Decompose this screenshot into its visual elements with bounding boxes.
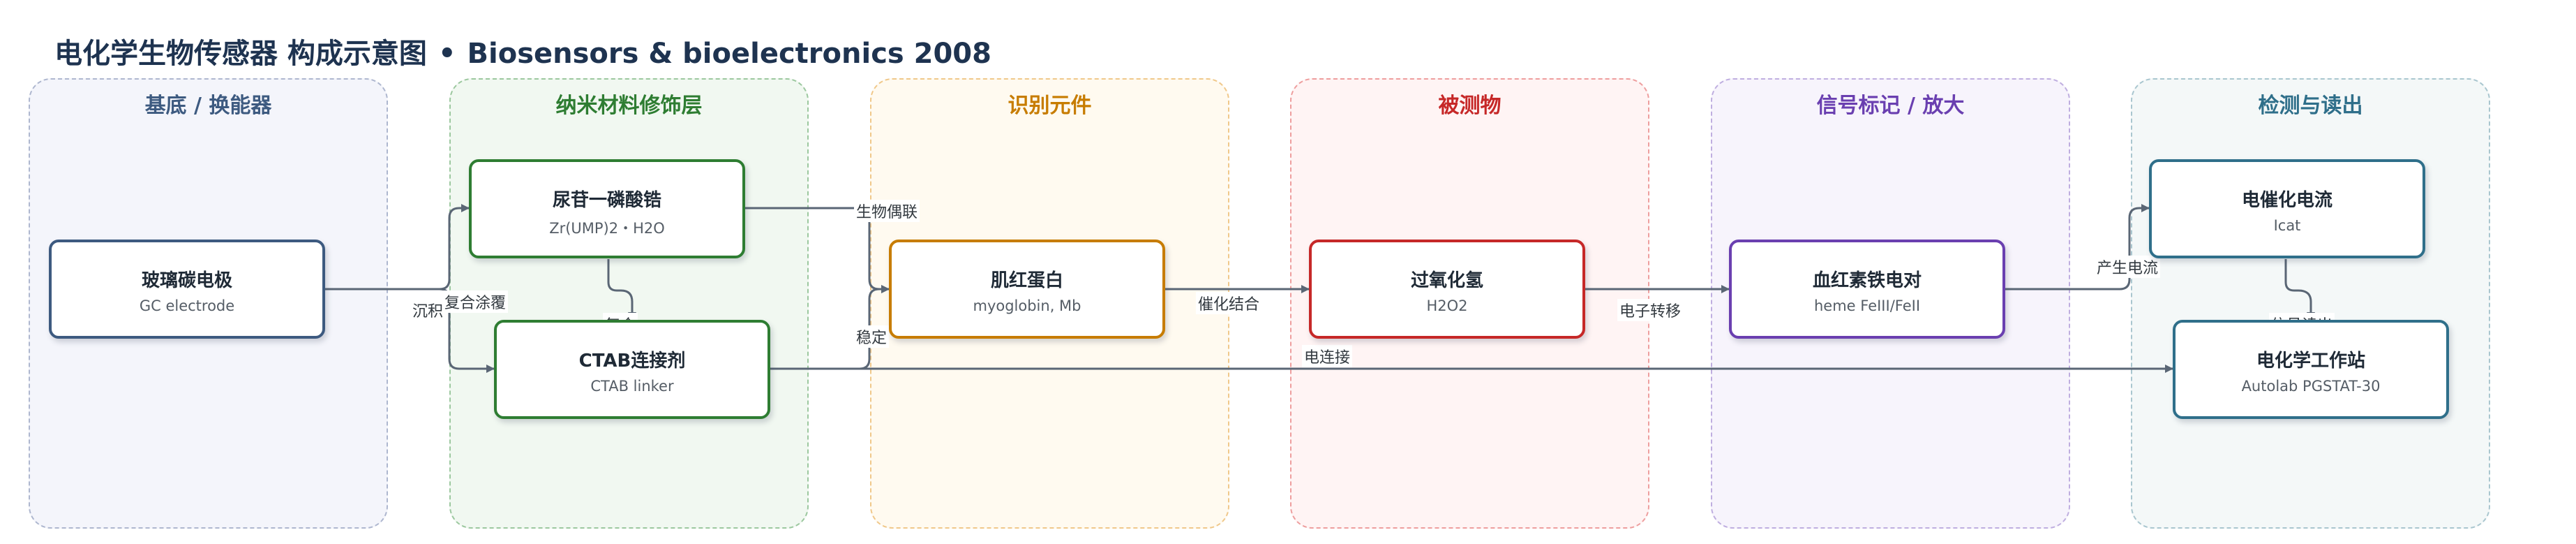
node-workstation-sub: Autolab PGSTAT-30 bbox=[2241, 378, 2381, 395]
node-zr-ump-name: 尿苷一磷酸锆 bbox=[552, 190, 661, 211]
node-myoglobin-sub: myoglobin, Mb bbox=[973, 297, 1081, 314]
node-zr-ump[interactable]: 尿苷一磷酸锆 Zr(UMP)2・H2O bbox=[469, 159, 745, 258]
edge-label-electrical-connection: 电连接 bbox=[1302, 345, 1353, 367]
node-h2o2-name: 过氧化氢 bbox=[1410, 270, 1483, 291]
node-workstation[interactable]: 电化学工作站 Autolab PGSTAT-30 bbox=[2173, 320, 2449, 419]
title-separator: • bbox=[437, 38, 456, 70]
node-ctab-name: CTAB连接剂 bbox=[578, 351, 686, 372]
edge-heme-to-icat bbox=[2005, 204, 2150, 291]
node-icat-name: 电催化电流 bbox=[2241, 190, 2332, 211]
lane-title-readout: 检测与读出 bbox=[2258, 94, 2363, 118]
node-heme[interactable]: 血红素铁电对 heme FeIII/FeII bbox=[1729, 240, 2005, 339]
lane-nanomaterial bbox=[449, 78, 809, 529]
edge-gc-to-ctab bbox=[325, 288, 495, 373]
node-h2o2[interactable]: 过氧化氢 H2O2 bbox=[1309, 240, 1585, 339]
lane-title-substrate: 基底 / 换能器 bbox=[144, 94, 272, 118]
edge-label-bioconjugation: 生物偶联 bbox=[854, 200, 920, 222]
edge-label-composite-coating: 复合涂覆 bbox=[442, 291, 509, 313]
node-ctab[interactable]: CTAB连接剂 CTAB linker bbox=[494, 320, 770, 419]
title-en: Biosensors & bioelectronics 2008 bbox=[467, 38, 991, 70]
node-myoglobin-name: 肌红蛋白 bbox=[990, 270, 1063, 291]
node-gc-electrode-sub: GC electrode bbox=[139, 297, 235, 314]
edge-label-deposition: 沉积 bbox=[410, 299, 446, 321]
node-h2o2-sub: H2O2 bbox=[1426, 297, 1468, 314]
node-gc-electrode-name: 玻璃碳电极 bbox=[141, 270, 232, 291]
node-heme-sub: heme FeIII/FeII bbox=[1813, 297, 1921, 314]
title-zh: 电化学生物传感器 构成示意图 bbox=[54, 38, 427, 70]
edge-label-catalytic-binding: 催化结合 bbox=[1196, 292, 1262, 314]
lane-title-signal: 信号标记 / 放大 bbox=[1816, 94, 1965, 118]
node-myoglobin[interactable]: 肌红蛋白 myoglobin, Mb bbox=[889, 240, 1165, 339]
lane-title-analyte: 被测物 bbox=[1438, 94, 1502, 118]
lane-title-recognition: 识别元件 bbox=[1008, 94, 1092, 118]
edge-icat-to-workstation bbox=[2284, 259, 2315, 321]
edge-label-generate-current: 产生电流 bbox=[2095, 256, 2161, 278]
node-heme-name: 血红素铁电对 bbox=[1812, 270, 1922, 291]
edge-label-stabilize: 稳定 bbox=[854, 325, 890, 348]
edge-zr-to-ctab bbox=[607, 259, 636, 321]
node-ctab-sub: CTAB linker bbox=[590, 378, 674, 395]
node-workstation-name: 电化学工作站 bbox=[2256, 351, 2365, 372]
node-gc-electrode[interactable]: 玻璃碳电极 GC electrode bbox=[49, 240, 325, 339]
page-title: 电化学生物传感器 构成示意图 • Biosensors & bioelectroni… bbox=[54, 31, 991, 71]
node-icat[interactable]: 电催化电流 Icat bbox=[2149, 159, 2425, 258]
edge-gc-to-zr bbox=[325, 204, 470, 291]
node-zr-ump-sub: Zr(UMP)2・H2O bbox=[549, 220, 665, 237]
lane-title-nanomaterial: 纳米材料修饰层 bbox=[555, 94, 703, 118]
edge-label-electron-transfer: 电子转移 bbox=[1617, 299, 1684, 321]
node-icat-sub: Icat bbox=[2273, 217, 2301, 234]
